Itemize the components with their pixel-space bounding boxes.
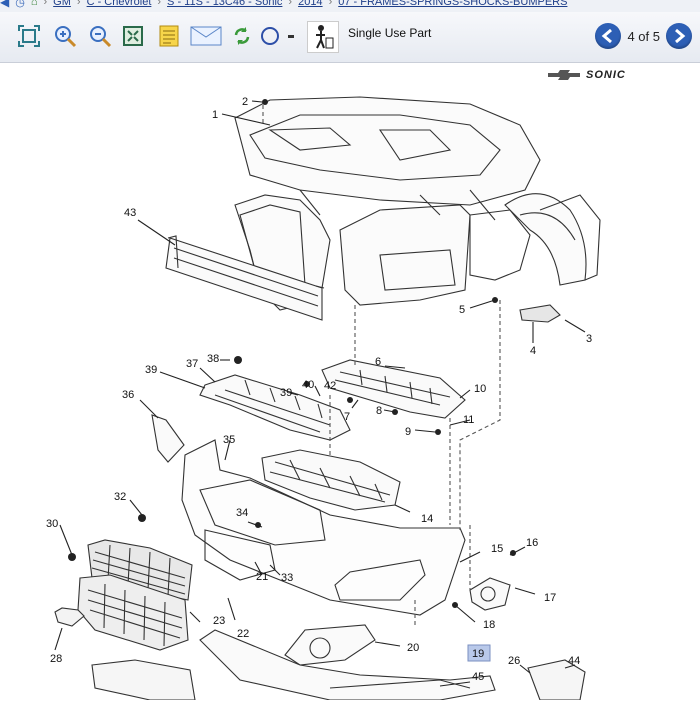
valance-trim-line [329,679,471,689]
callout-35[interactable]: 35 [223,434,235,446]
callout-21[interactable]: 21 [256,571,268,583]
callout-1[interactable]: 1 [212,109,218,121]
page-indicator: 4 of 5 [627,28,660,44]
callout-36[interactable]: 36 [122,389,134,401]
callout-44[interactable]: 44 [568,655,580,667]
right-fog-lamp-bezel [469,577,511,611]
callout-28[interactable]: 28 [50,653,62,665]
callout-7[interactable]: 7 [344,411,350,423]
fog-lamp-opening-left [309,637,331,659]
callout-4[interactable]: 4 [530,345,536,357]
fog-lamp-opening-right [480,586,496,602]
callout-17[interactable]: 17 [544,592,556,604]
upper-grille [87,539,193,601]
callout-39b[interactable]: 39 [280,387,292,399]
chevrolet-logo: SONIC [548,69,626,81]
callout-9[interactable]: 9 [405,426,411,438]
fastener-dots [68,99,516,608]
bracket-part-4 [519,304,561,323]
fascia-side-bracket [151,414,185,463]
callout-14[interactable]: 14 [421,513,433,525]
full-screen-icon[interactable] [120,23,146,49]
callout-16[interactable]: 16 [526,537,538,549]
exploded-bumper-diagram: 1 2 3 4 5 6 7 8 9 10 11 14 15 16 17 18 1… [46,96,601,701]
callout-numbers: 1 2 3 4 5 6 7 8 9 10 11 14 15 16 17 18 1… [46,96,592,683]
breadcrumb-item[interactable]: 07 - FRAMES-SPRINGS-SHOCKS-BUMPERS [338,0,568,8]
fit-page-icon[interactable] [16,23,42,49]
callout-40[interactable]: 40 [302,379,314,391]
refresh-icon[interactable] [229,23,255,49]
zoom-out-icon[interactable] [87,23,113,49]
home-icon[interactable]: ⌂ [30,0,38,8]
email-icon[interactable] [190,23,222,49]
dropdown-dot-icon[interactable] [284,23,298,49]
callout-11[interactable]: 11 [463,414,474,426]
lower-valance [199,629,496,701]
callout-10[interactable]: 10 [474,383,486,395]
side-support-bracket [527,659,586,701]
next-page-button[interactable] [666,23,692,49]
energy-absorber [321,359,466,419]
page-navigator: 4 of 5 [595,23,692,49]
single-use-part-icon[interactable] [307,21,339,53]
callout-39a[interactable]: 39 [145,364,157,376]
callout-34[interactable]: 34 [236,507,248,519]
breadcrumb-item[interactable]: S - 11S - 13C46 - Sonic [167,0,283,8]
callout-43[interactable]: 43 [124,207,136,219]
back-icon[interactable]: ◀ [0,0,10,9]
callout-18[interactable]: 18 [483,619,495,631]
single-use-part-label: Single Use Part [348,26,432,40]
brand-label: SONIC [586,69,626,81]
callout-23[interactable]: 23 [213,615,225,627]
callout-42[interactable]: 42 [324,380,336,392]
callout-2[interactable]: 2 [242,96,248,108]
front-body-structure [234,96,601,311]
zoom-in-icon[interactable] [52,23,78,49]
callout-30[interactable]: 30 [46,518,58,530]
breadcrumb-item[interactable]: C - Chevrolet [86,0,152,8]
callout-leaders [54,100,586,687]
parts-diagram-viewer: SONIC [0,63,700,701]
callout-15[interactable]: 15 [491,543,503,555]
notes-icon[interactable] [156,23,182,49]
previous-page-button[interactable] [595,23,622,49]
callout-26[interactable]: 26 [508,655,520,667]
callout-20[interactable]: 20 [407,642,419,654]
callout-33[interactable]: 33 [281,572,293,584]
callout-19[interactable]: 19 [472,648,484,660]
upper-fascia-support [199,374,351,441]
callout-5[interactable]: 5 [459,304,465,316]
callout-45[interactable]: 45 [472,671,484,683]
bumper-reinforcement-bar [165,235,325,321]
diagram-toolbar: Single Use Part 4 of 5 [0,12,700,63]
circle-icon[interactable] [257,23,283,49]
bowtie-emblem [54,607,85,627]
callout-22[interactable]: 22 [237,628,249,640]
breadcrumb-item[interactable]: 2014 [298,0,323,8]
callout-8[interactable]: 8 [376,405,382,417]
license-plate-bracket [91,659,196,701]
callout-6[interactable]: 6 [375,356,381,368]
highlighted-callout-box[interactable] [467,644,491,662]
front-bumper-fascia [181,439,466,616]
callout-38[interactable]: 38 [207,353,219,365]
callout-32[interactable]: 32 [114,491,126,503]
history-icon[interactable]: ◷ [15,0,25,9]
callout-3[interactable]: 3 [586,333,592,345]
breadcrumb-item[interactable]: GM [53,0,71,8]
breadcrumb: ◀ ◷ ⌂ › GM › C - Chevrolet › S - 11S - 1… [0,0,700,12]
callout-37[interactable]: 37 [186,358,198,370]
leader-lines [262,105,501,625]
